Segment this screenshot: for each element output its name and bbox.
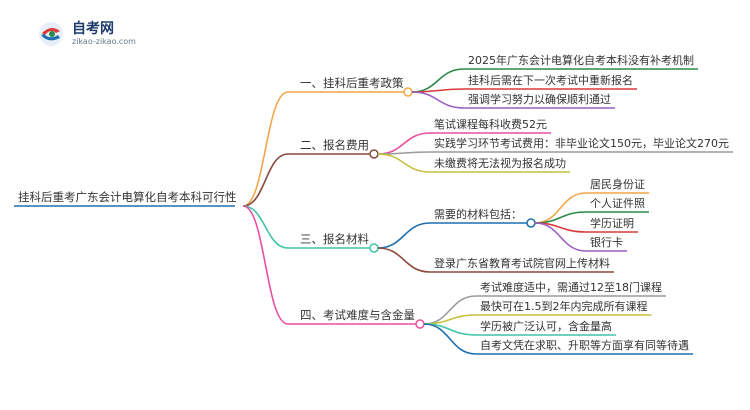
sub-topic-3[interactable]: 学历证明 bbox=[590, 216, 634, 230]
sub-link-1 bbox=[534, 192, 587, 224]
graduation-cap-icon bbox=[39, 22, 63, 46]
branch-link-2 bbox=[242, 153, 289, 207]
leaf-link-3-2 bbox=[377, 247, 431, 273]
leaf-topic-3-2[interactable]: 登录广东省教育考试院官网上传材料 bbox=[434, 256, 610, 270]
root-topic[interactable]: 挂科后重考广东会计电算化自考本科可行性 bbox=[18, 190, 237, 204]
branch-node-4[interactable] bbox=[415, 319, 425, 329]
branch-link-1 bbox=[242, 91, 289, 207]
logo-url: zikao-zikao.com bbox=[72, 37, 136, 46]
branch-topic-1[interactable]: 一、挂科后重考政策 bbox=[300, 76, 404, 90]
leaf-topic-4-3[interactable]: 学历被广泛认可，含金量高 bbox=[480, 319, 612, 333]
leaf-topic-4-2[interactable]: 最快可在1.5到2年内完成所有课程 bbox=[480, 299, 648, 313]
sub-topic-2[interactable]: 个人证件照 bbox=[590, 197, 645, 210]
leaf-topic-4-1[interactable]: 考试难度适中，需通过12至18门课程 bbox=[480, 280, 662, 294]
site-logo[interactable]: 自考网 zikao-zikao.com bbox=[36, 18, 176, 52]
leaf-link-2-3 bbox=[377, 153, 431, 173]
leaf-link-3-1 bbox=[377, 222, 431, 249]
sub-topic-4[interactable]: 银行卡 bbox=[590, 235, 623, 249]
branch-node-1[interactable] bbox=[403, 87, 413, 97]
leaf-topic-1-1[interactable]: 2025年广东会计电算化自考本科没有补考机制 bbox=[468, 53, 694, 67]
branch-topic-4[interactable]: 四、考试难度与含金量 bbox=[300, 308, 415, 322]
sub-node-3-1[interactable] bbox=[526, 218, 536, 228]
branch-link-3 bbox=[242, 205, 289, 249]
branch-topic-3[interactable]: 三、报名材料 bbox=[300, 232, 369, 246]
leaf-topic-4-4[interactable]: 自考文凭在求职、升职等方面享有同等待遇 bbox=[480, 338, 689, 352]
leaf-link-2-1 bbox=[377, 132, 431, 155]
logo-title: 自考网 bbox=[72, 21, 114, 37]
leaf-link-1-3 bbox=[411, 91, 465, 109]
branch-topic-2[interactable]: 二、报名费用 bbox=[300, 138, 369, 152]
leaf-link-4-4 bbox=[423, 323, 477, 355]
sub-topic-1[interactable]: 居民身份证 bbox=[590, 177, 645, 191]
leaf-topic-1-2[interactable]: 挂科后需在下一次考试中重新报名 bbox=[468, 73, 633, 87]
branch-node-2[interactable] bbox=[369, 149, 379, 159]
sub-link-4 bbox=[534, 222, 587, 252]
branch-node-3[interactable] bbox=[369, 243, 379, 253]
leaf-topic-2-3[interactable]: 未缴费将无法视为报名成功 bbox=[434, 156, 566, 170]
leaf-topic-2-1[interactable]: 笔试课程每科收费52元 bbox=[434, 117, 547, 131]
leaf-topic-1-3[interactable]: 强调学习努力以确保顺利通过 bbox=[468, 92, 611, 106]
leaf-topic-3-1[interactable]: 需要的材料包括： bbox=[434, 207, 522, 221]
branch-link-4 bbox=[242, 205, 289, 325]
leaf-topic-2-2[interactable]: 实践学习环节考试费用：非毕业论文150元，毕业论文270元 bbox=[434, 136, 729, 150]
